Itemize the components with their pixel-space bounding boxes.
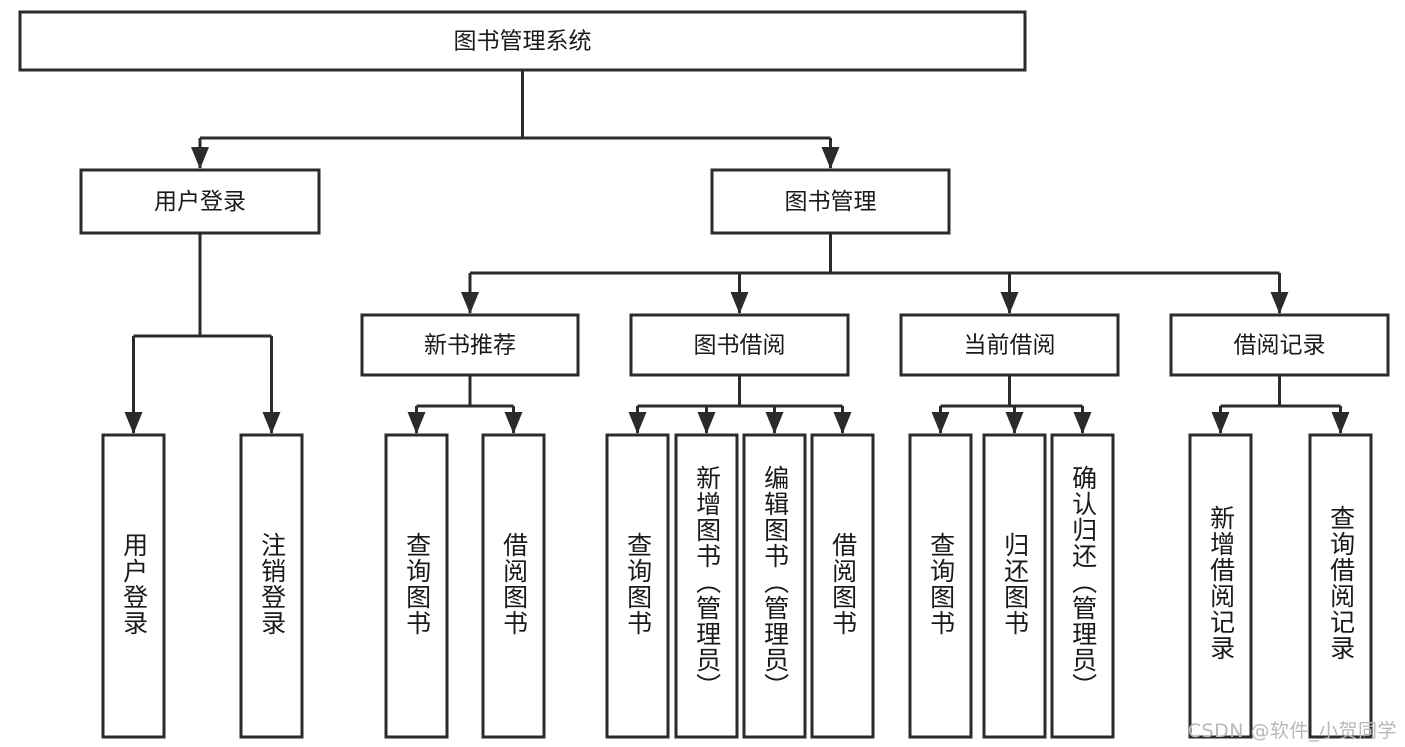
watermark: CSDN @软件_小贺同学 bbox=[1187, 720, 1397, 742]
node-box-book-borrow[interactable] bbox=[629, 313, 850, 377]
node-box-leaf-borrow-book-2[interactable] bbox=[810, 433, 875, 739]
node-box-leaf-user-logout[interactable] bbox=[239, 433, 304, 739]
node-box-current-borrow[interactable] bbox=[899, 313, 1120, 377]
node-label-user-login: 用户登录 bbox=[154, 189, 246, 215]
node-box-leaf-user-login[interactable] bbox=[101, 433, 166, 739]
node-label-root: 图书管理系统 bbox=[454, 29, 592, 55]
node-box-root[interactable] bbox=[18, 10, 1027, 72]
node-box-leaf-query-book-1[interactable] bbox=[384, 433, 449, 739]
node-box-leaf-add-book[interactable] bbox=[674, 433, 739, 739]
connector-layer bbox=[124, 70, 1350, 434]
node-box-leaf-borrow-book-1[interactable] bbox=[481, 433, 546, 739]
node-box-leaf-query-book-2[interactable] bbox=[605, 433, 670, 739]
node-label-new-book-rec: 新书推荐 bbox=[424, 333, 516, 359]
node-box-user-login[interactable] bbox=[79, 168, 321, 235]
node-label-borrow-record: 借阅记录 bbox=[1234, 333, 1326, 359]
node-label-book-borrow: 图书借阅 bbox=[694, 333, 786, 359]
node-box-leaf-confirm-return[interactable] bbox=[1050, 433, 1115, 739]
node-box-book-manage[interactable] bbox=[710, 168, 951, 235]
node-box-leaf-query-record[interactable] bbox=[1308, 433, 1373, 739]
node-box-leaf-return-book[interactable] bbox=[982, 433, 1047, 739]
node-box-leaf-edit-book[interactable] bbox=[742, 433, 807, 739]
node-box-leaf-query-book-3[interactable] bbox=[908, 433, 973, 739]
node-label-current-borrow: 当前借阅 bbox=[964, 333, 1056, 359]
node-box-leaf-add-record[interactable] bbox=[1188, 433, 1253, 739]
node-label-book-manage: 图书管理 bbox=[785, 189, 877, 215]
node-box-new-book-rec[interactable] bbox=[360, 313, 580, 377]
node-box-borrow-record[interactable] bbox=[1169, 313, 1390, 377]
